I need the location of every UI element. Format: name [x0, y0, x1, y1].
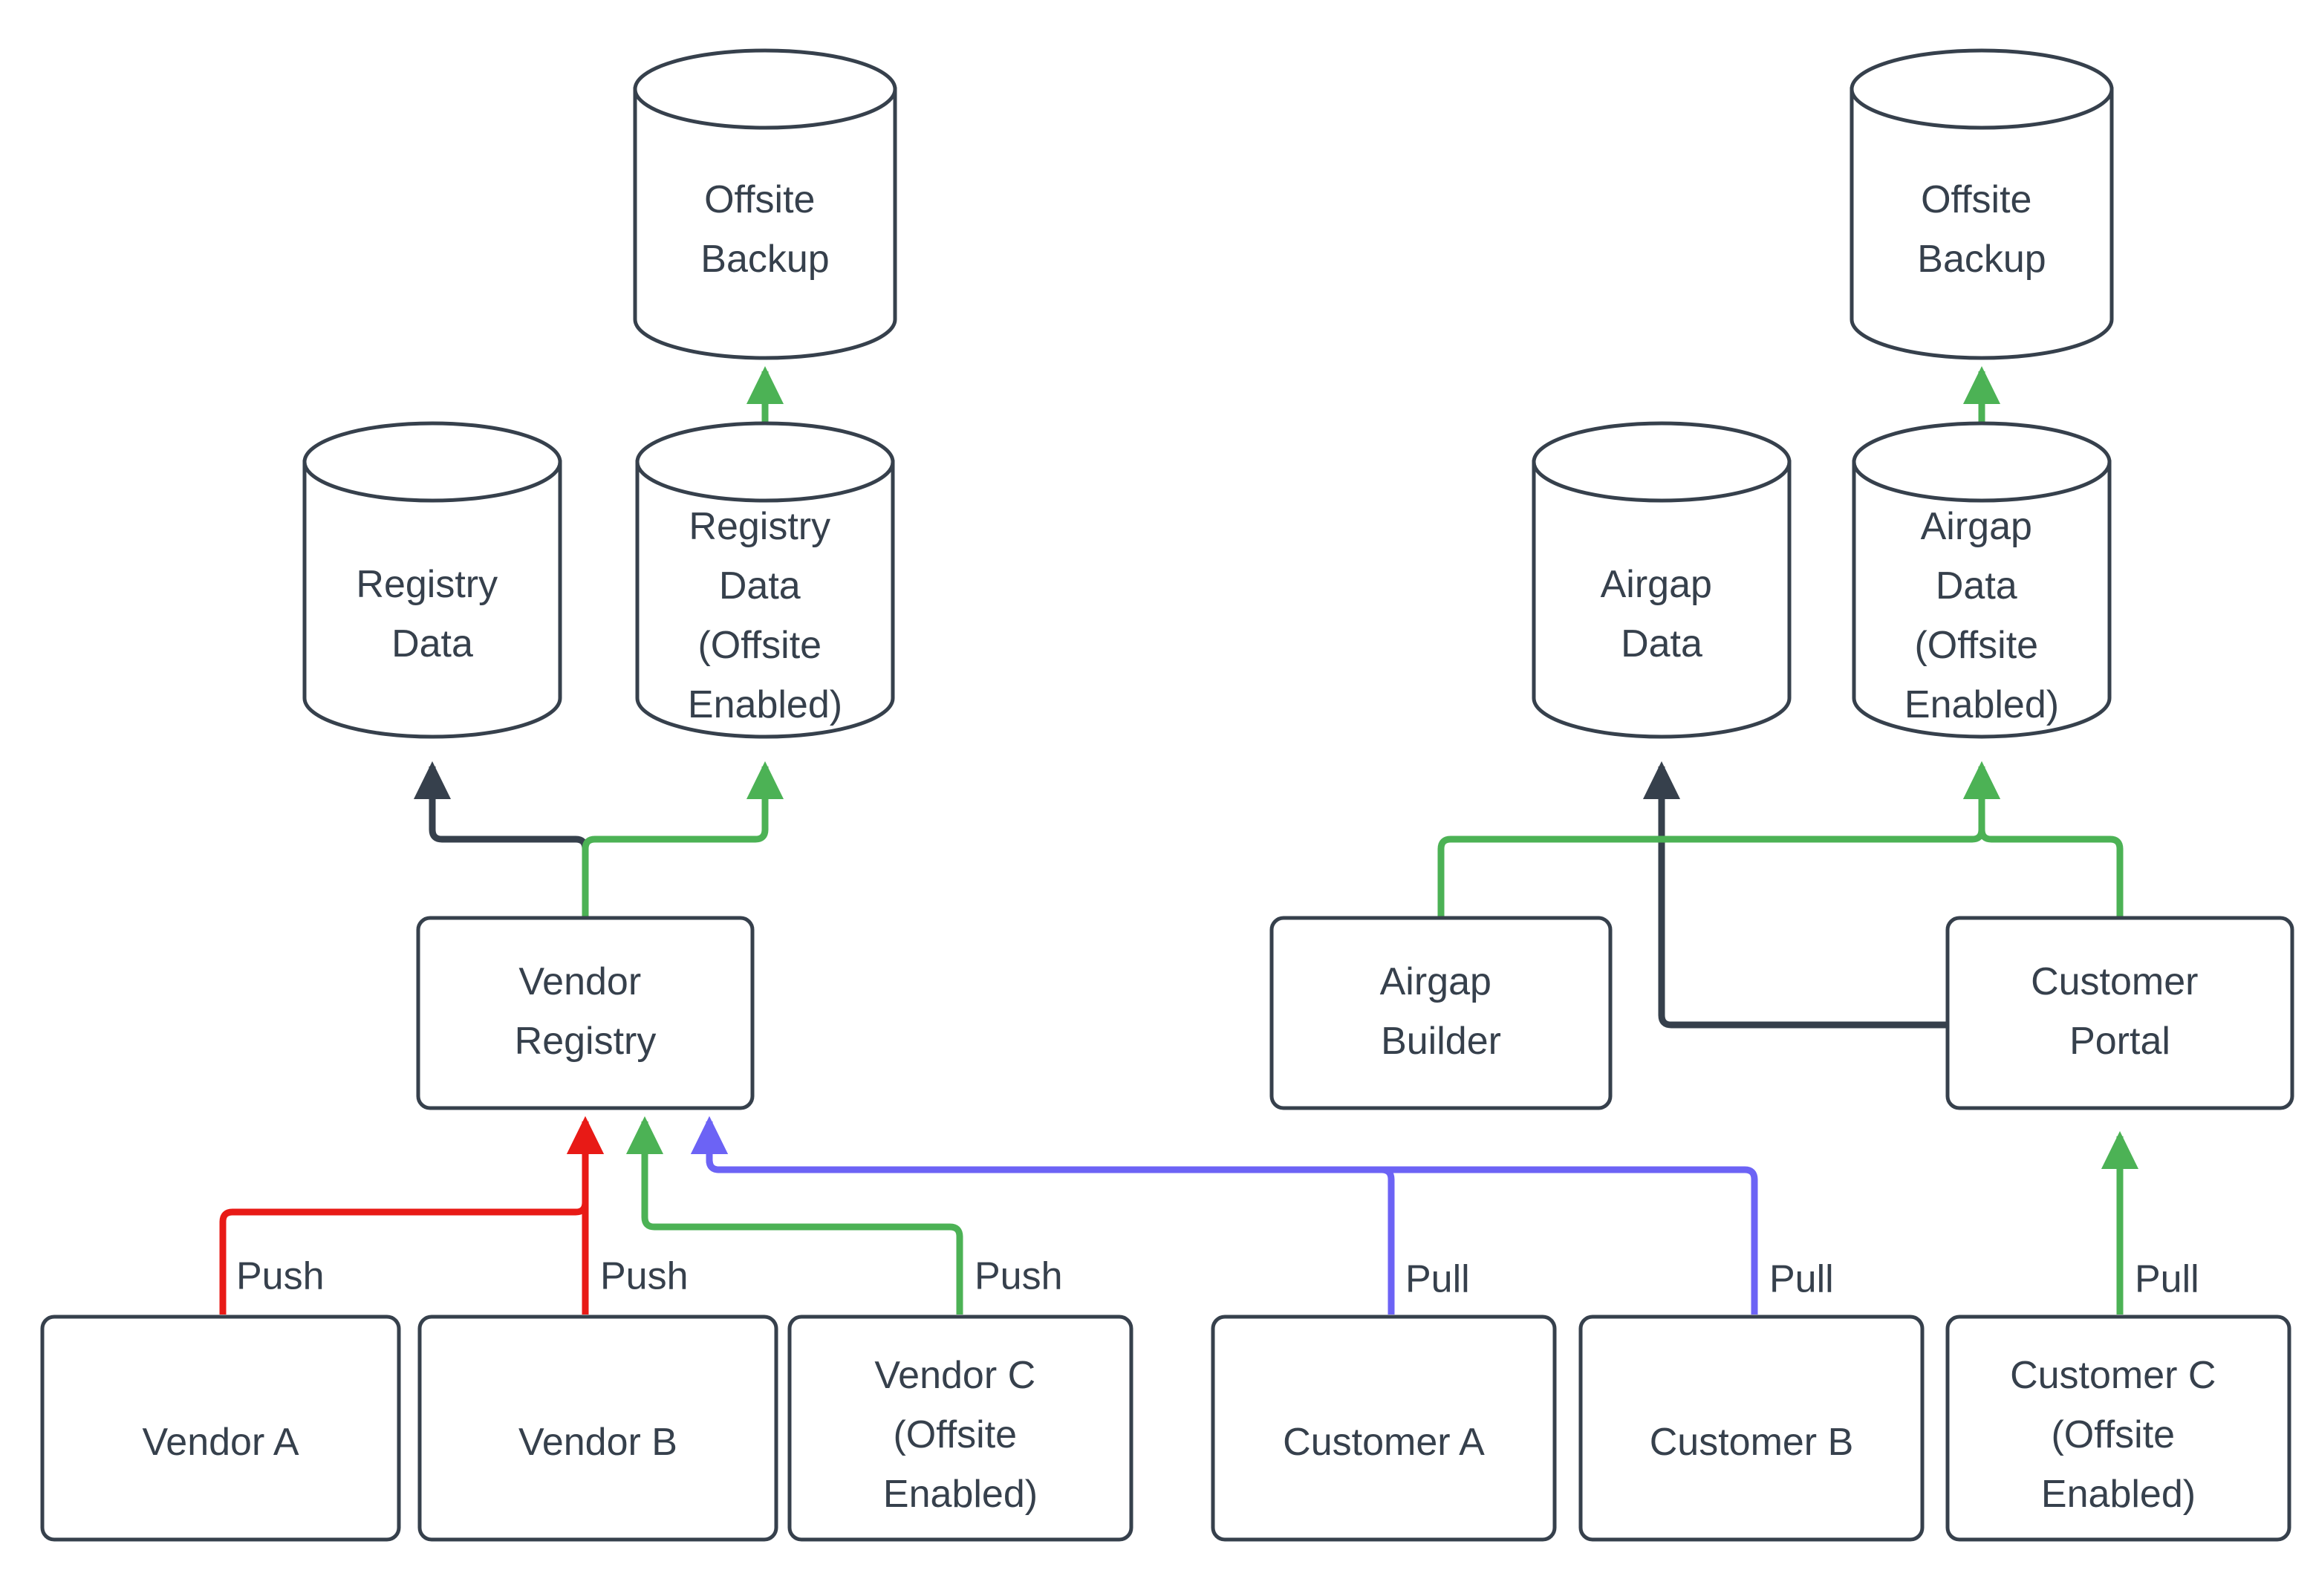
node-label-offsite-backup-left: Offsite Backup: [700, 178, 829, 281]
edge-vendor-registry-to-registry-data-offsite[interactable]: [582, 761, 784, 918]
node-label-vendor-a: Vendor A: [142, 1421, 299, 1464]
node-label-vendor-c: Vendor C (Offsite Enabled): [874, 1354, 1046, 1516]
node-label-registry-data: Registry Data: [356, 563, 508, 665]
node-registry-data-offsite[interactable]: Registry Data (Offsite Enabled): [635, 421, 895, 739]
node-label-airgap-data-offsite: Airgap Data (Offsite Enabled): [1904, 505, 2059, 726]
node-label-customer-portal: Customer Portal: [2031, 960, 2209, 1063]
edge-label-pull-customer-a: Pull: [1405, 1258, 1470, 1301]
node-offsite-backup-left[interactable]: Offsite Backup: [633, 48, 897, 360]
node-vendor-a[interactable]: Vendor A: [40, 1315, 401, 1542]
edge-label-push-vendor-b: Push: [600, 1255, 689, 1298]
node-label-vendor-registry: Vendor Registry: [515, 960, 657, 1063]
edge-label-pull-customer-b: Pull: [1769, 1258, 1834, 1301]
edge-customer-b-pull[interactable]: [690, 1116, 1758, 1315]
node-label-airgap-builder: Airgap Builder: [1380, 960, 1503, 1063]
node-registry-data[interactable]: Registry Data: [302, 421, 562, 739]
edge-layer: [219, 366, 2139, 1315]
node-airgap-data-offsite[interactable]: Airgap Data (Offsite Enabled): [1852, 421, 2112, 739]
node-vendor-registry[interactable]: Vendor Registry: [416, 916, 755, 1110]
node-customer-a[interactable]: Customer A: [1211, 1315, 1557, 1542]
edge-vendor-c-push[interactable]: [625, 1116, 963, 1315]
node-customer-b[interactable]: Customer B: [1578, 1315, 1925, 1542]
node-airgap-builder[interactable]: Airgap Builder: [1269, 916, 1613, 1110]
node-label-airgap-data: Airgap Data: [1601, 563, 1723, 665]
edge-label-layer: Push Push Push Pull Pull Pull: [236, 1255, 2199, 1301]
node-customer-c[interactable]: Customer C (Offsite Enabled): [1945, 1315, 2291, 1542]
node-customer-portal[interactable]: Customer Portal: [1945, 916, 2294, 1110]
node-label-customer-b: Customer B: [1650, 1421, 1854, 1464]
edge-customer-portal-to-airgap-data[interactable]: [1642, 761, 1948, 1029]
node-vendor-b[interactable]: Vendor B: [417, 1315, 778, 1542]
edge-label-push-vendor-c: Push: [975, 1255, 1063, 1298]
node-label-vendor-b: Vendor B: [518, 1421, 677, 1464]
node-vendor-c[interactable]: Vendor C (Offsite Enabled): [787, 1315, 1133, 1542]
edge-label-push-vendor-a: Push: [236, 1255, 325, 1298]
node-airgap-data[interactable]: Airgap Data: [1532, 421, 1792, 739]
node-label-customer-c: Customer C (Offsite Enabled): [2010, 1354, 2227, 1516]
node-label-customer-a: Customer A: [1283, 1421, 1485, 1464]
edge-airgap-builder-to-airgap-data-offsite[interactable]: [1437, 761, 2001, 918]
edge-customer-portal-to-airgap-data-offsite[interactable]: [1962, 761, 2124, 918]
node-label-offsite-backup-right: Offsite Backup: [1917, 178, 2046, 281]
edge-label-pull-customer-c: Pull: [2135, 1258, 2199, 1301]
edge-vendor-registry-to-registry-data[interactable]: [413, 761, 589, 918]
node-offsite-backup-right[interactable]: Offsite Backup: [1850, 48, 2114, 360]
node-label-registry-data-offsite: Registry Data (Offsite Enabled): [688, 505, 842, 726]
